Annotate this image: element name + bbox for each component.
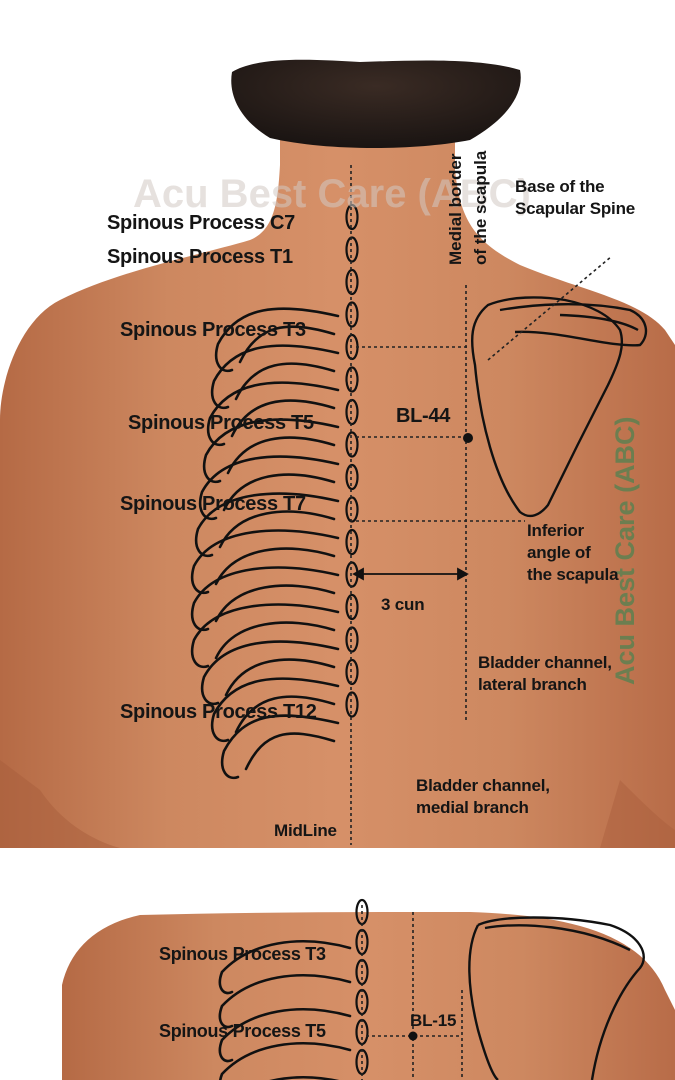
rib-inner: [226, 436, 336, 475]
label-spinous-c7: Spinous Process C7: [107, 212, 295, 234]
label-midline: MidLine: [274, 821, 337, 840]
bl44-point: [463, 433, 473, 443]
rib-2: [269, 1076, 340, 1080]
label-3-cun: 3 cun: [381, 595, 425, 614]
spinous-process-oval: [345, 626, 359, 653]
rib-inner: [230, 399, 336, 438]
main-back-figure: [0, 59, 675, 848]
spinous-process-oval: [345, 398, 359, 426]
rib: [220, 714, 340, 780]
rib: [210, 677, 340, 743]
label-secondary-t3: Spinous Process T3: [159, 944, 326, 964]
spinous-process-oval: [345, 203, 359, 231]
spinous-process-oval: [345, 366, 359, 393]
spinous-process-oval: [345, 463, 359, 491]
rib-inner: [214, 584, 336, 623]
label-inferior-angle: Inferior angle of the scapula: [527, 521, 619, 584]
label-medial-branch: Bladder channel, medial branch: [416, 776, 550, 817]
label-medial-border-2: of the scapula: [471, 150, 490, 265]
scapula-2: [468, 916, 645, 1080]
spinous-process-oval: [345, 236, 359, 263]
label-base-scapular-spine: Base of the Scapular Spine: [515, 177, 636, 218]
label-bl44: BL-44: [396, 405, 451, 427]
spinous-process-oval: [345, 496, 359, 523]
rib: [198, 455, 340, 521]
rib-inner: [234, 695, 336, 734]
spinous-process-oval: [345, 528, 359, 556]
rib: [194, 492, 340, 558]
rib-inner: [222, 473, 336, 512]
rib-inner: [244, 732, 336, 771]
rib-2: [218, 974, 352, 1029]
spinous-process-oval: [345, 593, 359, 621]
spinous-process-oval: [345, 691, 359, 718]
scapular-spine-pointer: [487, 255, 613, 361]
rib: [190, 566, 340, 632]
label-spinous-t12: Spinous Process T12: [120, 701, 317, 723]
guide-lines: [350, 165, 613, 845]
rib-inner: [214, 621, 336, 660]
watermark-horizontal: Acu Best Care (ABC): [133, 172, 531, 216]
back-skin: [0, 130, 675, 848]
spinous-process-oval: [345, 268, 359, 296]
scapula: [470, 296, 648, 518]
label-spinous-t7: Spinous Process T7: [120, 493, 306, 515]
label-spinous-t3: Spinous Process T3: [120, 319, 306, 341]
rib: [190, 529, 340, 595]
secondary-back-figure: [62, 898, 675, 1080]
rib-2: [218, 1008, 352, 1063]
label-secondary-t5: Spinous Process T5: [159, 1021, 326, 1041]
spinous-process-oval: [345, 658, 359, 686]
rib-inner: [218, 510, 336, 549]
spinous-process-oval: [345, 301, 359, 328]
rib-2: [219, 1042, 352, 1080]
rib-2: [218, 940, 352, 995]
rib: [190, 603, 340, 669]
spinous-process-oval: [345, 431, 359, 458]
rib: [200, 640, 340, 706]
distance-arrow: [352, 567, 469, 581]
rib-inner: [214, 547, 336, 586]
label-bl15: BL-15: [410, 1011, 457, 1030]
back-skin-2: [62, 912, 675, 1080]
label-medial-border-1: Medial border: [446, 153, 465, 265]
rib: [202, 418, 340, 484]
ribs: [190, 307, 340, 780]
bl15-point: [408, 1031, 418, 1041]
label-lateral-branch: Bladder channel, lateral branch: [478, 653, 612, 694]
label-spinous-t1: Spinous Process T1: [107, 246, 293, 268]
label-spinous-t5: Spinous Process T5: [128, 412, 314, 434]
rib-inner: [224, 658, 336, 697]
hair: [231, 59, 521, 148]
